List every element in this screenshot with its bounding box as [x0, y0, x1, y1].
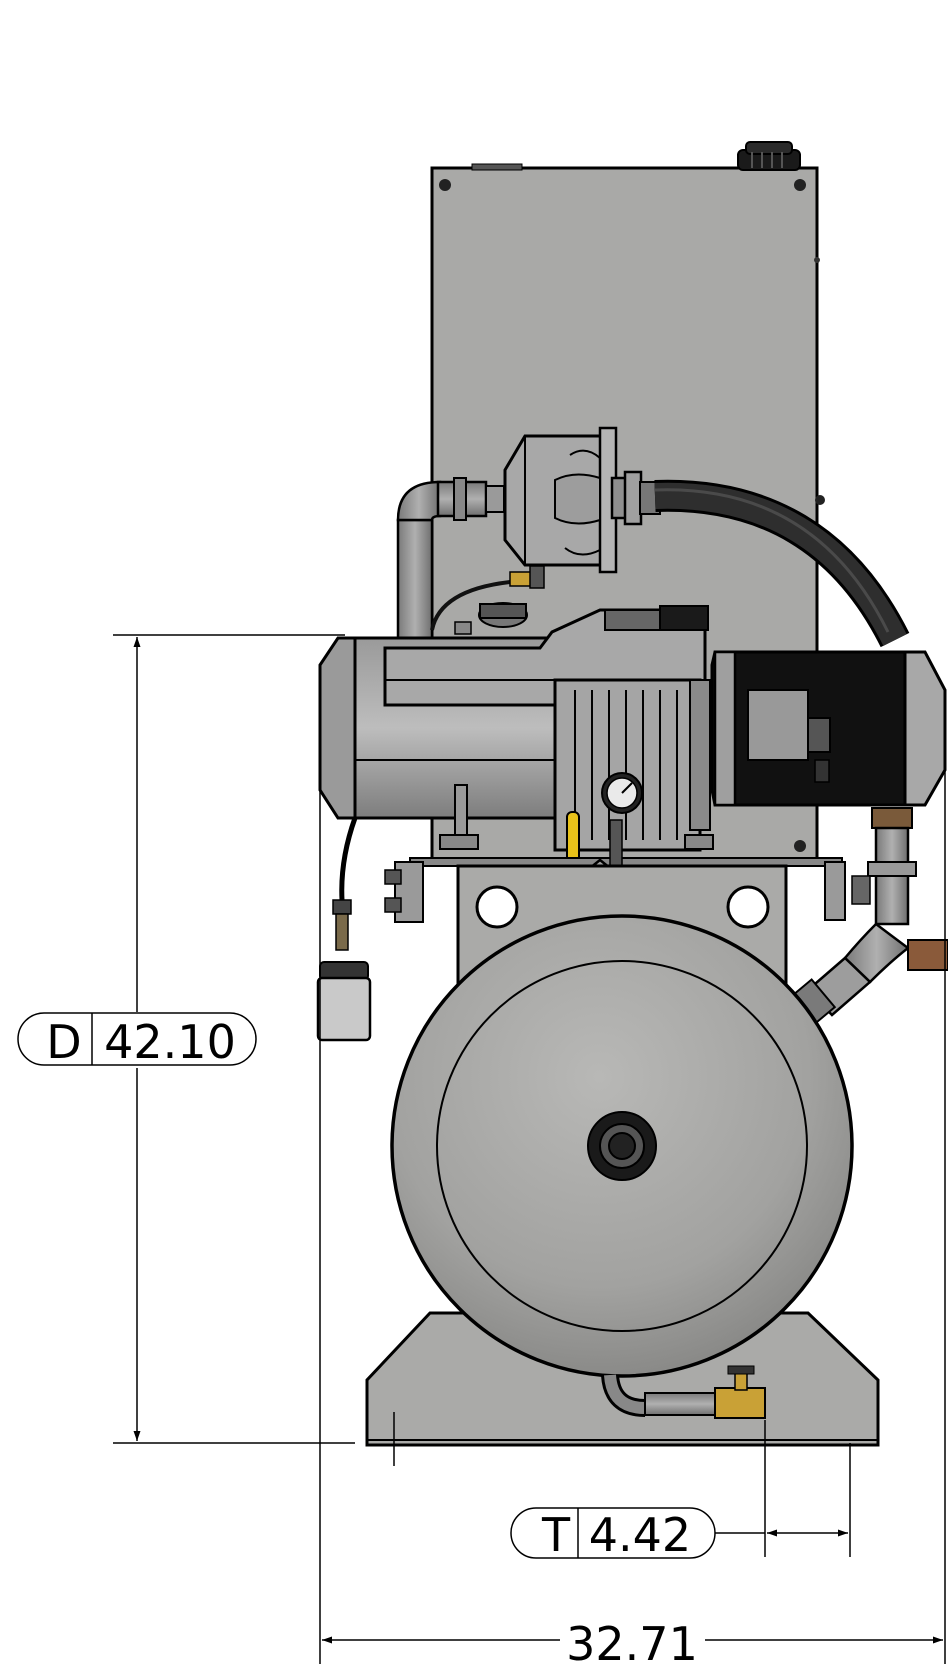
offset-dimension-label	[510, 1507, 716, 1559]
dimension-width: 32.71	[319, 770, 946, 1668]
discharge-pipe	[791, 807, 948, 1024]
oil-sight-bottle	[316, 817, 372, 1042]
dimension-offset: T 4.42	[393, 1412, 851, 1562]
breather-cap	[737, 141, 801, 171]
vacuum-hose	[654, 479, 910, 648]
inlet-filter	[503, 426, 661, 574]
offset-dimension-value: 4.42	[589, 1508, 691, 1562]
height-dimension-label	[17, 1012, 257, 1066]
height-dimension-value: 42.10	[104, 1015, 236, 1069]
receiver-tank	[390, 914, 854, 1378]
width-dimension-value: 32.71	[566, 1617, 698, 1668]
drain-valve	[601, 1365, 766, 1419]
height-dimension-prefix: D	[46, 1015, 81, 1069]
intake-pipe	[396, 477, 505, 640]
filter-fitting	[430, 565, 545, 631]
offset-dimension-prefix: T	[541, 1508, 571, 1562]
dimension-height: D 42.10	[17, 634, 355, 1444]
pump-assembly	[318, 602, 714, 863]
electric-motor	[710, 650, 947, 807]
